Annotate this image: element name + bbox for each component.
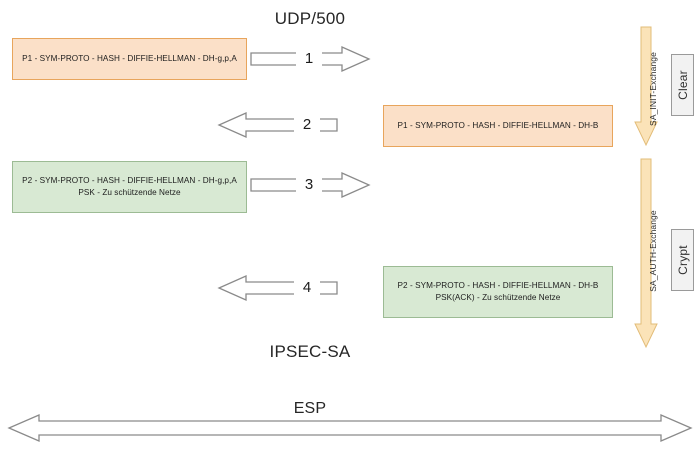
message-line-1: P1 - SYM-PROTO - HASH - DIFFIE-HELLMAN -… bbox=[22, 54, 237, 63]
message-box-auth-response: P2 - SYM-PROTO - HASH - DIFFIE-HELLMAN -… bbox=[383, 266, 613, 318]
heading-ipsec-sa: IPSEC-SA bbox=[269, 342, 351, 361]
phase-label-sa-init: SA_INIT-Exchange bbox=[648, 52, 658, 126]
mode-box-crypt-label: Crypt bbox=[675, 245, 690, 275]
arrow-step-4 bbox=[217, 274, 338, 302]
message-line-2: PSK - Zu schützende Netze bbox=[78, 188, 181, 197]
step-number-2: 2 bbox=[294, 117, 320, 132]
label-esp: ESP bbox=[293, 400, 327, 417]
phase-arrow-sa-init bbox=[634, 26, 658, 147]
message-box-auth-request: P2 - SYM-PROTO - HASH - DIFFIE-HELLMAN -… bbox=[12, 161, 247, 213]
message-line-1: P2 - SYM-PROTO - HASH - DIFFIE-HELLMAN -… bbox=[397, 281, 599, 290]
heading-udp-500: UDP/500 bbox=[274, 9, 346, 28]
message-box-init-request: P1 - SYM-PROTO - HASH - DIFFIE-HELLMAN -… bbox=[12, 38, 247, 80]
arrow-step-2 bbox=[217, 111, 338, 139]
message-line-1: P1 - SYM-PROTO - HASH - DIFFIE-HELLMAN -… bbox=[397, 121, 599, 130]
message-box-init-response: P1 - SYM-PROTO - HASH - DIFFIE-HELLMAN -… bbox=[383, 105, 613, 147]
arrow-esp-bidirectional bbox=[7, 413, 693, 443]
mode-box-clear: Clear bbox=[671, 54, 694, 116]
mode-box-crypt: Crypt bbox=[671, 229, 694, 291]
mode-box-clear-label: Clear bbox=[675, 70, 690, 100]
step-number-1: 1 bbox=[296, 51, 322, 66]
step-number-4: 4 bbox=[294, 280, 320, 295]
phase-label-sa-auth: SA_AUTH-Exchange bbox=[648, 210, 658, 292]
phase-arrow-sa-auth bbox=[634, 158, 658, 349]
message-line-1: P2 - SYM-PROTO - HASH - DIFFIE-HELLMAN -… bbox=[22, 176, 237, 185]
step-number-3: 3 bbox=[296, 177, 322, 192]
message-line-2: PSK(ACK) - Zu schützende Netze bbox=[435, 293, 561, 302]
